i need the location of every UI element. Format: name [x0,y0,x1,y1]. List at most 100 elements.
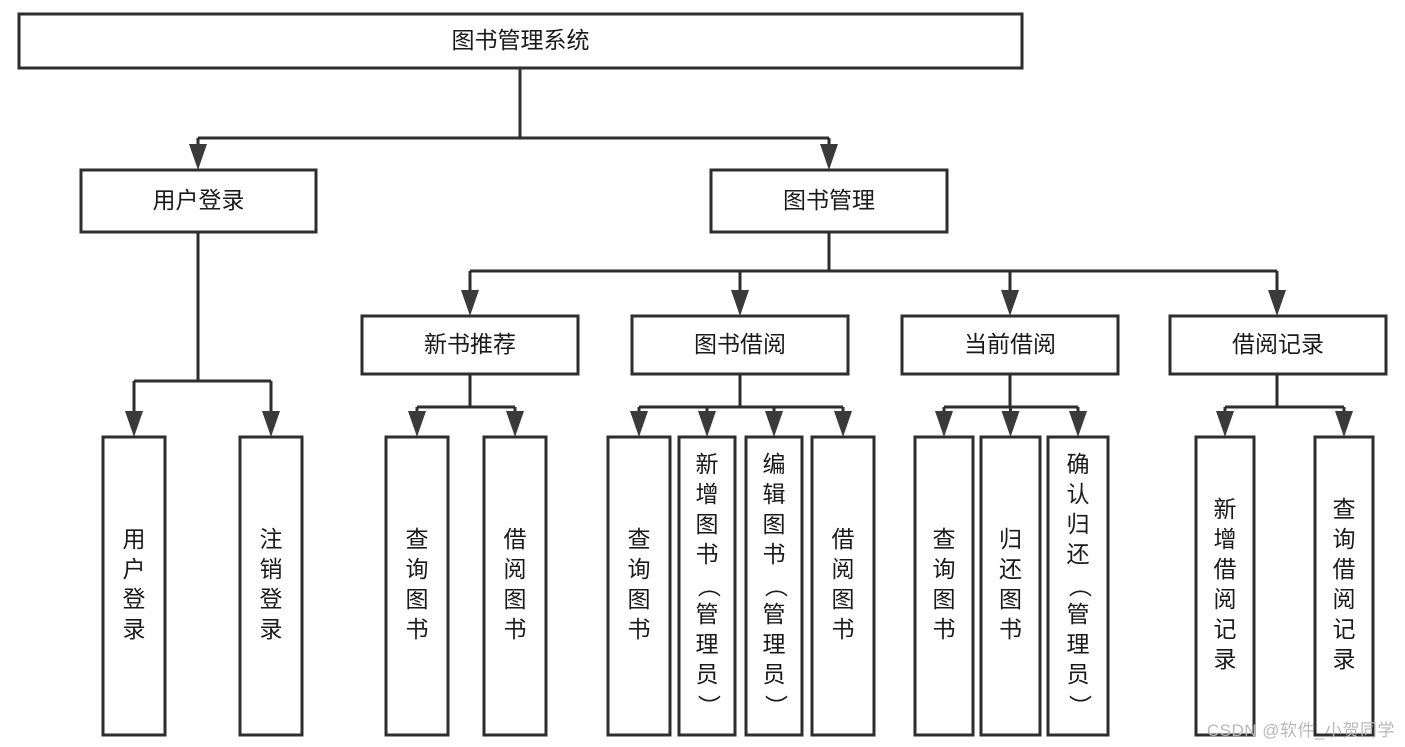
node-label-char: 查 [628,526,651,552]
connector-bus-book-borrow [639,374,843,409]
connector-bus-borrow-record [1225,374,1344,409]
node-label-char: 还 [1067,541,1090,567]
node-label-char: 理 [696,631,719,657]
node-label-char: 记 [1333,616,1356,642]
node-label-char: 图 [628,586,651,612]
node-label-char: 员 [1067,661,1090,687]
node-box[interactable] [101,435,167,737]
node-new_book_rec[interactable]: 新书推荐 [360,314,580,376]
node-box[interactable] [17,12,1024,70]
arrow-down-icon [820,144,838,170]
node-label-char: 员 [696,661,719,687]
arrow-down-icon [506,411,524,437]
node-box[interactable] [630,314,850,376]
node-box[interactable] [384,435,450,737]
node-box[interactable] [913,435,975,737]
node-label: 图书管理 [783,187,875,213]
node-label-char: 录 [1333,646,1356,672]
node-label: 图书借阅 [694,331,786,357]
node-label-char: 新 [1214,496,1237,522]
node-label-char: 书 [832,616,855,642]
node-box[interactable] [979,435,1042,737]
connector-bus-current-borrow [944,374,1078,409]
node-leaf-user-login[interactable]: 用户登录 [101,435,167,737]
node-label-char: 理 [763,631,786,657]
node-box[interactable] [1313,435,1375,737]
edge-book-manage-to-new-book-rec [461,271,479,316]
node-label-char: 阅 [832,556,855,582]
node-box[interactable] [360,314,580,376]
node-label-char: 认 [1067,481,1090,507]
node-label-char: 图 [933,586,956,612]
node-user_login[interactable]: 用户登录 [79,168,318,234]
node-label-char: 销 [260,556,283,582]
node-label-char: 询 [1333,526,1356,552]
edge-user_login-to-leaf-user-login [125,381,143,437]
node-label-char: 询 [628,556,651,582]
node-borrow_record[interactable]: 借阅记录 [1168,314,1388,376]
connector-bus-root [198,68,829,140]
node-label-char: 查 [1333,496,1356,522]
node-root[interactable]: 图书管理系统 [17,12,1024,70]
node-label: 借阅记录 [1232,331,1324,357]
node-label-char: 记 [1214,616,1237,642]
edge-book_borrow-to-leaf-query-book-bor [630,407,648,437]
node-box[interactable] [606,435,672,737]
arrow-down-icon [834,411,852,437]
node-box[interactable] [79,168,318,234]
node-label-char: 录 [123,616,146,642]
edge-root-to-book-manage [820,138,838,170]
node-label-char: 注 [260,526,283,552]
node-box[interactable] [677,435,737,737]
node-box[interactable] [238,435,304,737]
node-box[interactable] [744,435,804,737]
arrow-down-icon [1216,411,1234,437]
node-label-char: 书 [696,541,719,567]
node-label-char: 录 [260,616,283,642]
arrow-down-icon [731,290,749,316]
node-box[interactable] [1168,314,1388,376]
node-label-char: 书 [763,541,786,567]
node-book_manage[interactable]: 图书管理 [709,168,949,234]
node-label-char: 查 [933,526,956,552]
csdn-watermark: CSDN @软件_小贺同学 [1206,721,1395,740]
arrow-down-icon [125,411,143,437]
node-box[interactable] [1046,435,1110,737]
node-box[interactable] [810,435,876,737]
node-box[interactable] [482,435,548,737]
node-label: 用户登录 [123,526,146,642]
node-box[interactable] [1194,435,1256,737]
node-label-char: 图 [504,586,527,612]
connector-bus-user-login [134,232,271,383]
node-current_borrow[interactable]: 当前借阅 [900,314,1120,376]
arrow-down-icon [1001,411,1020,437]
arrow-down-icon [630,411,648,437]
node-book_borrow[interactable]: 图书借阅 [630,314,850,376]
node-label-char: 借 [504,526,527,552]
node-label-char: 阅 [1333,586,1356,612]
node-box[interactable] [709,168,949,234]
arrow-down-icon [935,411,953,437]
node-label-char: 管 [696,601,719,627]
node-label-char: 增 [696,481,719,507]
node-box[interactable] [900,314,1120,376]
node-label-char: 书 [628,616,651,642]
node-label-char: ） [1067,695,1093,718]
